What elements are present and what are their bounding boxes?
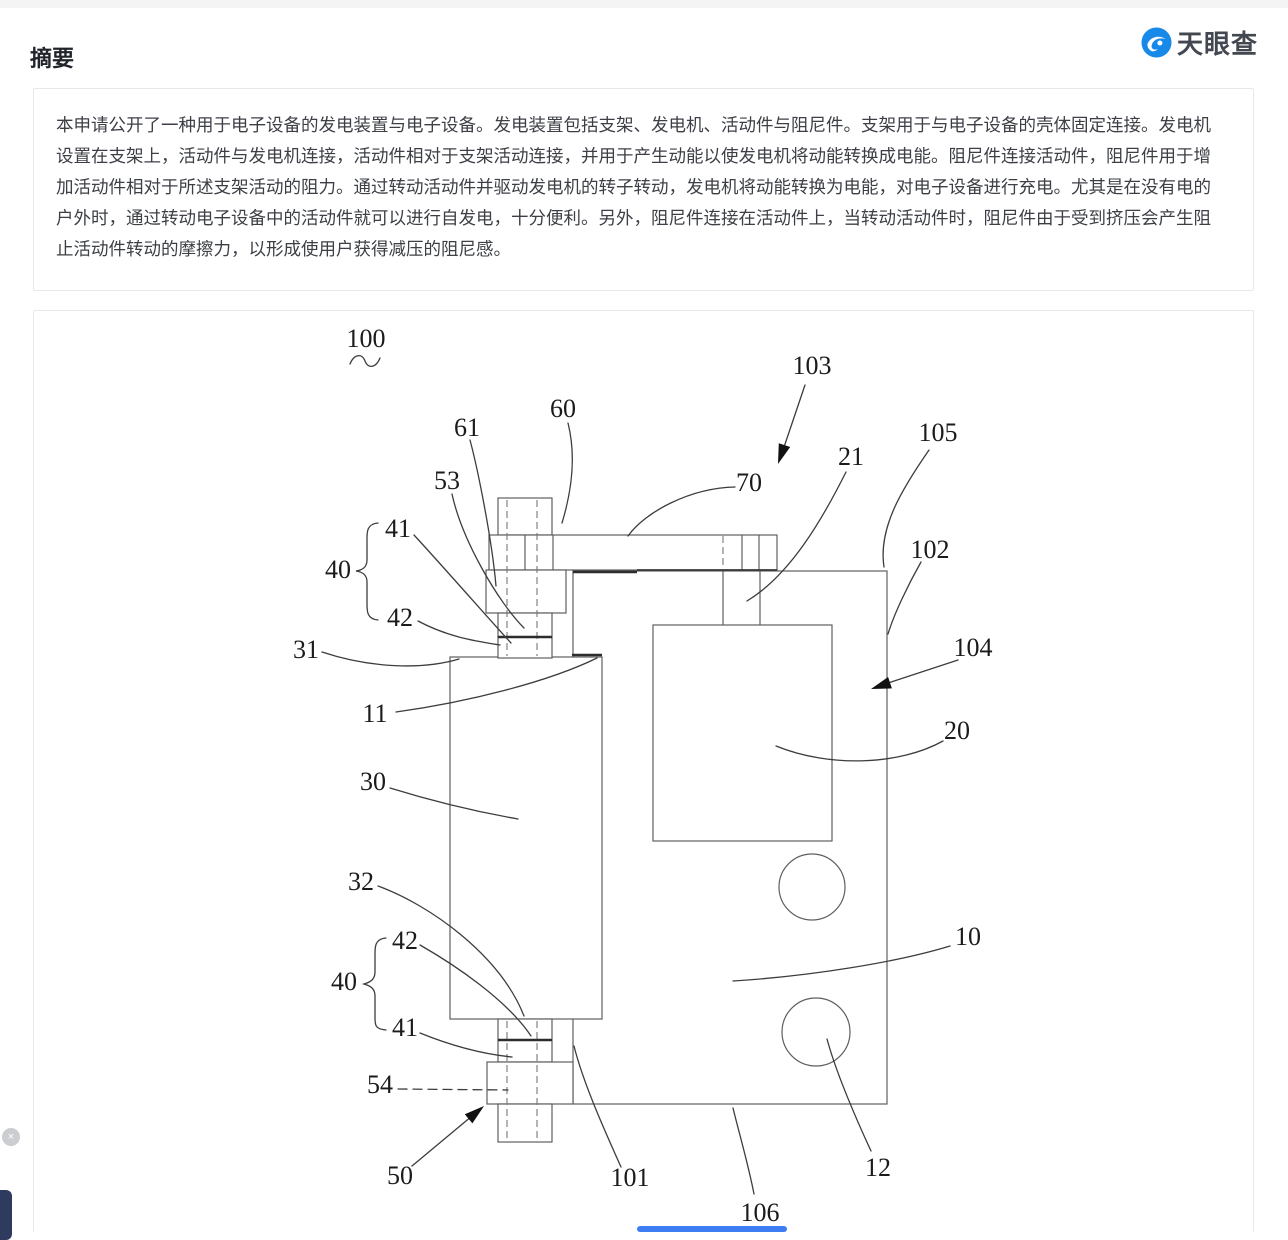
floating-widget-fragment[interactable] xyxy=(0,1190,12,1240)
close-floating-button[interactable]: × xyxy=(2,1128,20,1146)
brand-logo: 天眼查 xyxy=(1141,24,1258,61)
tianyancha-eye-icon xyxy=(1141,27,1172,58)
abstract-text: 本申请公开了一种用于电子设备的发电装置与电子设备。发电装置包括支架、发电机、活动… xyxy=(56,115,1211,259)
brand-name: 天眼查 xyxy=(1176,29,1258,59)
abstract-panel: 本申请公开了一种用于电子设备的发电装置与电子设备。发电装置包括支架、发电机、活动… xyxy=(33,88,1254,291)
figure-panel xyxy=(33,310,1254,1232)
page-title: 摘要 xyxy=(30,45,75,71)
top-strip xyxy=(0,0,1288,8)
bottom-blue-bar[interactable] xyxy=(637,1226,787,1232)
